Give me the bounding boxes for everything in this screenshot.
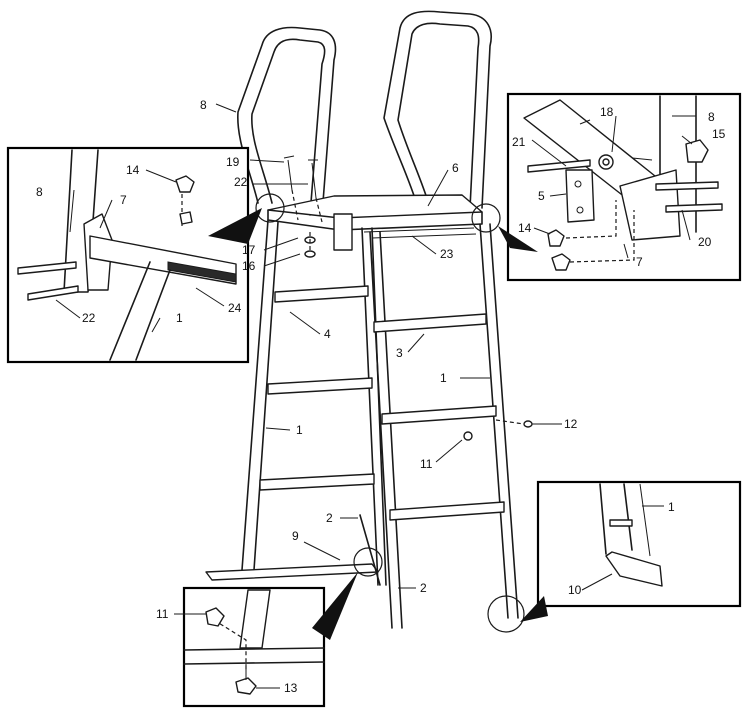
- inset-bottom-right: [520, 480, 742, 622]
- inset-right-pointer: [498, 226, 538, 252]
- label-part-10: 10: [568, 583, 582, 597]
- left-step-1: [274, 285, 369, 303]
- inset-foot-pointer: [520, 596, 548, 622]
- label-part-1-inset-left: 1: [176, 311, 183, 325]
- label-part-9: 9: [292, 529, 299, 543]
- label-part-2-rail: 2: [420, 581, 427, 595]
- base-stabilizer: [205, 563, 379, 581]
- nut-15: [685, 139, 709, 163]
- label-part-2-brace: 2: [326, 511, 333, 525]
- inset-left-pointer: [208, 208, 262, 244]
- inset-nut-14: [175, 175, 195, 193]
- left-step-2: [267, 377, 373, 395]
- part-labels: 8 8 8 7 7 14 14 22 22 1 1 1 1 24 19 17 1…: [36, 98, 726, 695]
- label-part-3: 3: [396, 346, 403, 360]
- label-part-12: 12: [564, 417, 578, 431]
- label-part-8-inset-left: 8: [36, 185, 43, 199]
- label-part-11-main: 11: [420, 457, 433, 471]
- label-part-14-inset-left: 14: [126, 163, 140, 177]
- label-part-8-handrail: 8: [200, 98, 207, 112]
- right-step-1: [373, 313, 487, 333]
- right-step-2: [381, 405, 497, 425]
- platform-bracket: [333, 213, 353, 251]
- label-part-4: 4: [324, 327, 331, 341]
- label-part-17: 17: [242, 243, 256, 257]
- label-part-7-inset-right: 7: [636, 255, 643, 269]
- inset-bottom-left: [182, 572, 358, 708]
- right-handrail: [383, 10, 492, 209]
- label-part-13: 13: [284, 681, 298, 695]
- inset-right-top: [498, 92, 742, 282]
- platform-top: [267, 194, 483, 219]
- label-part-5: 5: [538, 189, 545, 203]
- label-part-21: 21: [512, 135, 526, 149]
- inset-bottom-pointer: [312, 572, 358, 640]
- detail-circle-foot: [487, 595, 525, 633]
- label-part-1-left-rail: 1: [296, 423, 303, 437]
- label-part-18: 18: [600, 105, 614, 119]
- label-part-8-inset-right: 8: [708, 110, 715, 124]
- inset-foot-frame: [536, 480, 742, 608]
- nut-11: [463, 431, 473, 441]
- detail-circle-left: [255, 193, 285, 223]
- bolt-12: [523, 420, 533, 428]
- label-part-7-inset-left: 7: [120, 193, 127, 207]
- left-front-rail: [241, 219, 269, 571]
- label-part-1-right-rail: 1: [440, 371, 447, 385]
- label-part-6: 6: [452, 161, 459, 175]
- label-part-1-foot-inset: 1: [668, 500, 675, 514]
- label-part-20: 20: [698, 235, 712, 249]
- label-part-14-inset-right: 14: [518, 221, 532, 235]
- label-part-22-inset-left: 22: [82, 311, 96, 325]
- right-inner-rail: [369, 231, 393, 629]
- nut-16: [304, 250, 316, 258]
- inset-left-top: [6, 146, 262, 364]
- label-part-15: 15: [712, 127, 726, 141]
- nut-11-detail: [205, 607, 225, 627]
- label-part-24: 24: [228, 301, 242, 315]
- detail-circle-right: [471, 203, 501, 233]
- detail-circle-bottom: [353, 547, 383, 577]
- label-part-11-inset: 11: [156, 607, 169, 621]
- bolt-19: [283, 155, 295, 191]
- leader-lines: [55, 103, 696, 689]
- right-step-3: [389, 501, 505, 521]
- left-step-3: [259, 473, 375, 491]
- foot-cap-10: [605, 551, 663, 587]
- label-part-23: 23: [440, 247, 454, 261]
- right-outer-rail: [479, 223, 509, 619]
- plate-5: [565, 169, 595, 223]
- label-part-19: 19: [226, 155, 240, 169]
- label-part-22-main: 22: [234, 175, 248, 189]
- label-part-16: 16: [242, 259, 256, 273]
- main-ladder: [205, 10, 533, 633]
